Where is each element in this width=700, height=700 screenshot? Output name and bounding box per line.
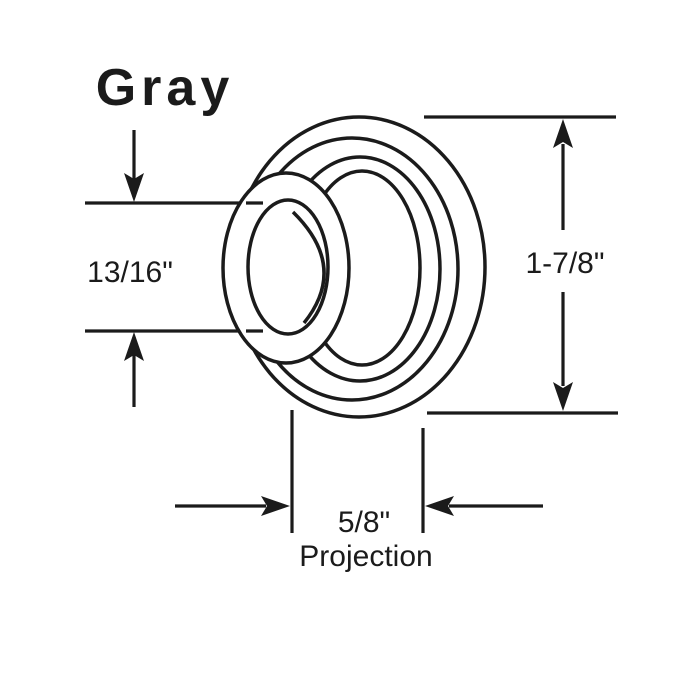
bumper-inner-circle [246,198,330,336]
dim-label-projection-value: 5/8" [337,506,391,539]
dim-label-projection-caption: Projection [299,540,433,573]
dim-projection [175,410,543,533]
arrowhead-left-icon [425,496,454,516]
arrowhead-down-icon [124,173,144,202]
wallstop-part [221,115,487,419]
bumper-recess-arc [291,210,326,325]
color-title: Gray [95,59,235,117]
arrowhead-down-icon [553,382,573,411]
dim-front-face-diameter [85,130,263,407]
dim-overall-diameter [424,115,618,415]
arrowhead-right-icon [261,496,290,516]
dim-label-overall-diameter: 1-7/8" [525,247,605,280]
arrowhead-up-icon [124,332,144,361]
arrowhead-up-icon [553,119,573,148]
dim-label-front-face-diameter: 13/16" [87,256,173,289]
